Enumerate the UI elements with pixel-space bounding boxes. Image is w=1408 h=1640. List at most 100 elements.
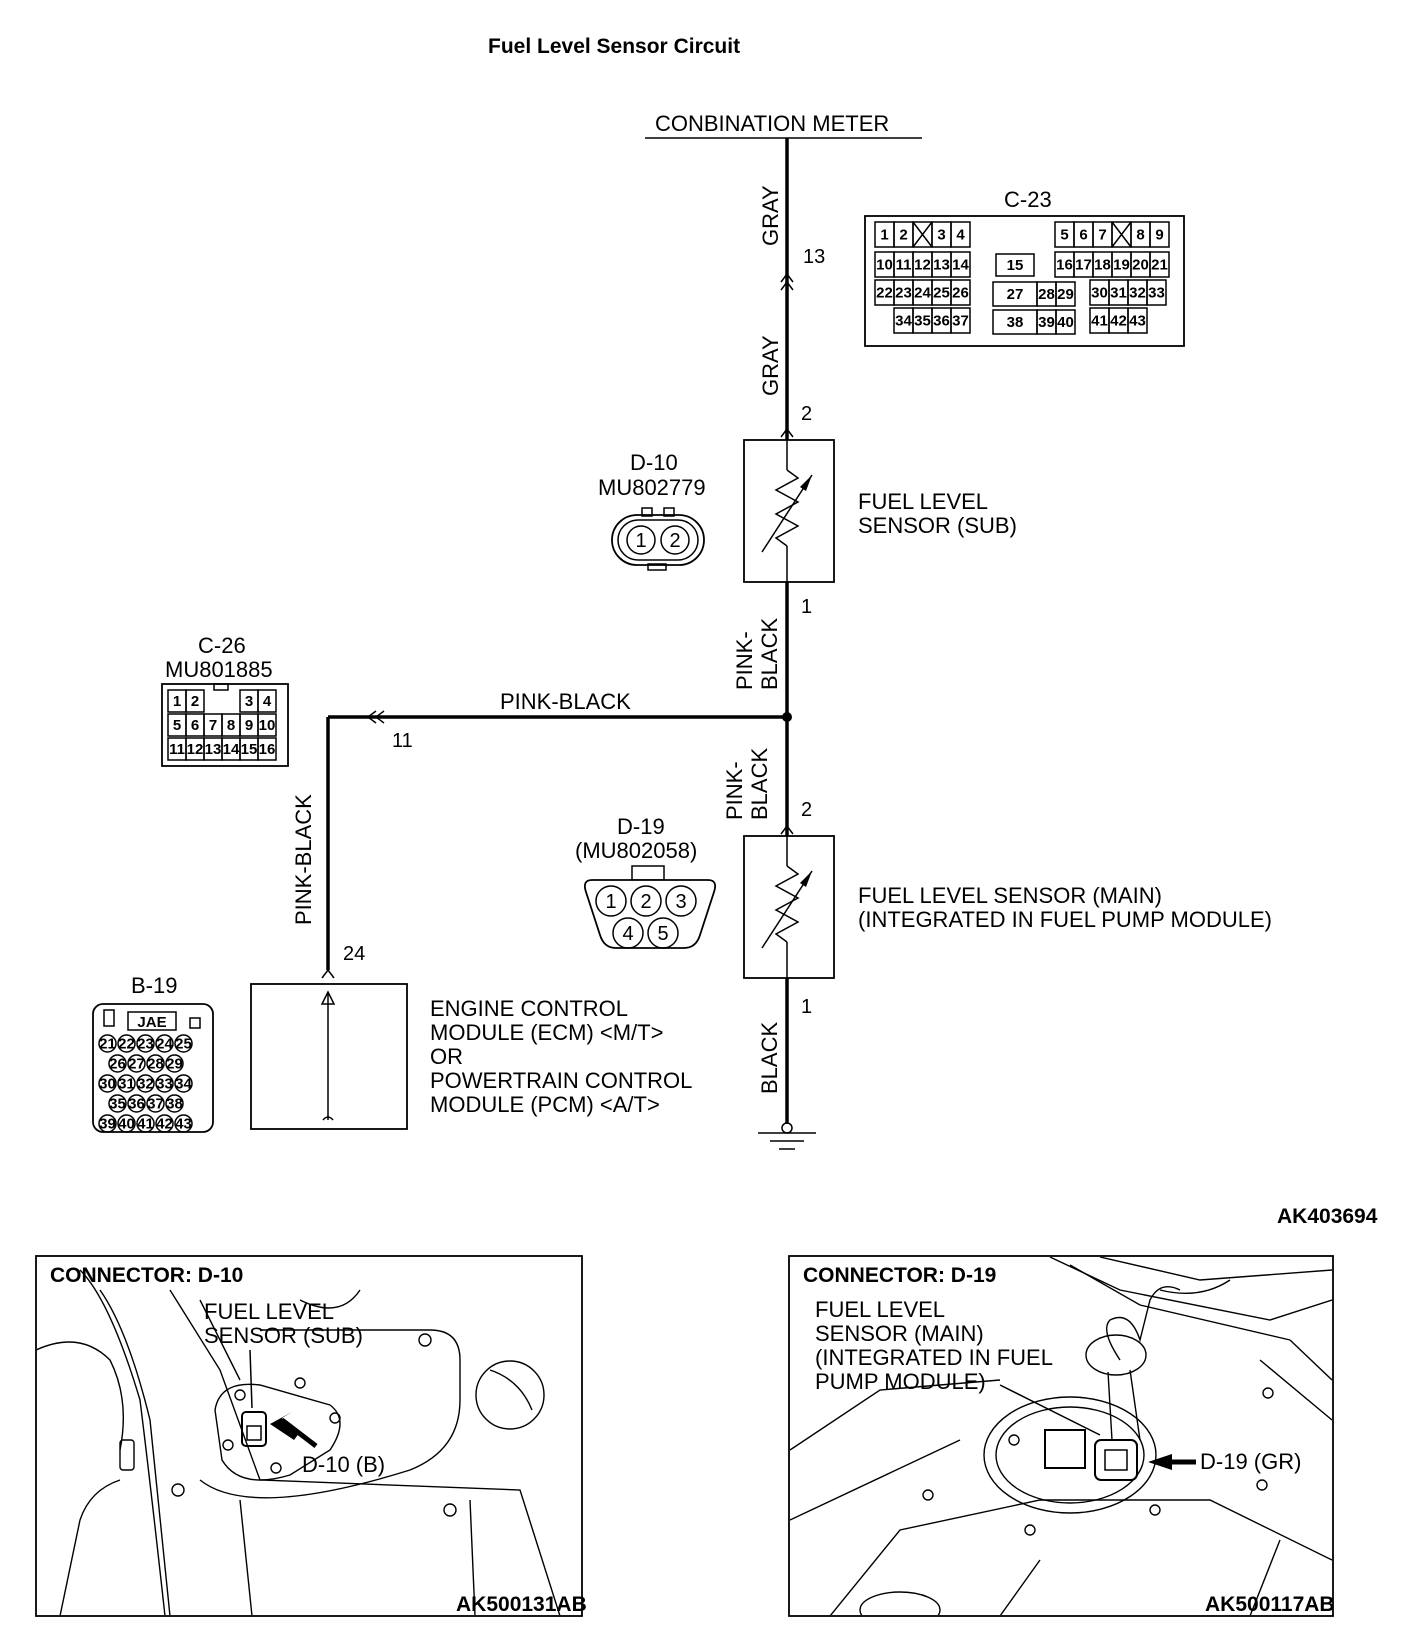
connector-pin-number: 38 — [1007, 314, 1024, 331]
pin-11: 11 — [392, 730, 413, 752]
connector-pin-blank — [912, 221, 933, 248]
connector-pin-number: 7 — [209, 717, 217, 734]
connector-pin-number: 20 — [1132, 257, 1149, 274]
connector-pin-number: 28 — [147, 1056, 164, 1073]
connector-c26-part: MU801885 — [165, 657, 273, 682]
connector-pin-cell — [98, 1034, 117, 1053]
connector-pin-cell — [127, 1094, 146, 1113]
connector-pin-number: 33 — [1148, 285, 1165, 302]
connector-pin-cell — [950, 221, 971, 248]
connector-b19-name: B-19 — [131, 973, 177, 998]
connector-pin-cell — [136, 1074, 155, 1093]
connector-pin-number: 10 — [876, 257, 893, 274]
connector-pin-number: 33 — [156, 1076, 173, 1093]
connector-pin-number: 3 — [937, 227, 945, 244]
connector-pin-number: 18 — [1094, 257, 1111, 274]
main-sensor-label-2: (INTEGRATED IN FUEL PUMP MODULE) — [858, 907, 1272, 932]
pin-13: 13 — [803, 246, 825, 268]
right-panel-code: AK500117AB — [1205, 1593, 1335, 1616]
connector-pin-number: 13 — [205, 741, 222, 758]
connector-pin-number: 8 — [227, 717, 235, 734]
connector-d10-location-panel: CONNECTOR: D-10 FUEL LEVEL SENSOR (SUB) … — [35, 1255, 587, 1617]
fuel-level-sensor-sub — [743, 439, 835, 583]
connector-pin-number: 37 — [952, 313, 969, 330]
wire-label-pink-lower-2: BLACK — [747, 748, 772, 820]
connector-key — [213, 683, 229, 691]
b19-brand: JAE — [137, 1014, 166, 1031]
right-panel-label-2: SENSOR (MAIN) — [815, 1321, 984, 1346]
connector-pin-number: 27 — [128, 1056, 145, 1073]
figure-code: AK403694 — [1277, 1205, 1378, 1228]
left-panel-label-1: FUEL LEVEL — [204, 1299, 334, 1324]
diagram-title: Fuel Level Sensor Circuit — [488, 35, 740, 58]
right-panel-arrow-icon — [1148, 1454, 1172, 1470]
connector-pin-number: 21 — [1151, 257, 1168, 274]
connector-pin-number: 31 — [1110, 285, 1127, 302]
connector-pin-number: 40 — [118, 1116, 135, 1133]
connector-d19-location-panel: CONNECTOR: D-19 FUEL LEVEL SENSOR (MAIN)… — [788, 1255, 1335, 1617]
d19-pin-1: 1 — [605, 891, 616, 913]
connector-pin-number: 35 — [914, 313, 931, 330]
wire-label-pink-lower-1: PINK- — [722, 761, 747, 820]
connector-pin-number: 34 — [175, 1076, 192, 1093]
wire-label-gray-mid: GRAY — [758, 335, 783, 396]
connector-pin-number: 41 — [1091, 313, 1108, 330]
connector-c26-name: C-26 — [198, 633, 246, 658]
connector-pin-number: 24 — [156, 1036, 173, 1053]
d19-pin-2: 2 — [640, 891, 651, 913]
connector-pin-number: 5 — [1060, 227, 1068, 244]
connector-pin-number: 39 — [1038, 314, 1055, 331]
connector-pin-number: 4 — [263, 693, 272, 710]
connector-pin-cell — [165, 1054, 184, 1073]
connector-marker-13 — [780, 272, 794, 291]
connector-pin-cell — [1127, 307, 1148, 334]
connector-pin-cell — [108, 1054, 127, 1073]
connector-pin-number: 43 — [1129, 313, 1146, 330]
right-panel-label-1: FUEL LEVEL — [815, 1297, 945, 1322]
connector-pin-number: 23 — [895, 285, 912, 302]
connector-pin-number: 1 — [173, 693, 181, 710]
connector-pin-cell — [146, 1054, 165, 1073]
connector-d19-name: D-19 — [617, 814, 665, 839]
connector-pin-number: 42 — [156, 1116, 173, 1133]
connector-pin-cell — [257, 713, 277, 737]
right-panel-label-4: PUMP MODULE) — [815, 1369, 986, 1394]
connector-pin-cell — [117, 1114, 136, 1133]
connector-pin-number: 14 — [223, 741, 240, 758]
connector-pin-number: 36 — [933, 313, 950, 330]
connector-pin-cell — [1055, 281, 1076, 307]
wire-label-pink-upper-2: BLACK — [757, 618, 782, 690]
connector-pin-number: 11 — [169, 741, 185, 758]
connector-pin-cell — [950, 307, 971, 334]
connector-pin-number: 34 — [895, 313, 912, 330]
right-panel-label-3: (INTEGRATED IN FUEL — [815, 1345, 1053, 1370]
connector-pin-number: 6 — [1079, 227, 1087, 244]
connector-marker-24 — [321, 968, 335, 979]
wire-label-black: BLACK — [757, 1022, 782, 1094]
connector-pin-cell — [950, 279, 971, 306]
d19-pin-5: 5 — [657, 923, 668, 945]
connector-pin-cell — [1055, 309, 1076, 335]
connector-pin-number: 19 — [1113, 257, 1130, 274]
ecm-label-5: MODULE (PCM) <A/T> — [430, 1092, 660, 1117]
connector-pin-blank — [1111, 221, 1132, 248]
connector-pin-cell — [155, 1114, 174, 1133]
connector-pin-cell — [146, 1094, 165, 1113]
pin-1-main: 1 — [801, 996, 812, 1018]
connector-d19-face: 1 2 3 4 5 — [583, 865, 717, 949]
connector-pin-number: 43 — [175, 1116, 192, 1133]
connector-pin-cell — [995, 253, 1035, 277]
connector-pin-cell — [1149, 251, 1170, 278]
connector-pin-number: 29 — [1057, 286, 1074, 303]
wire-label-pink-vertical: PINK-BLACK — [291, 794, 316, 925]
left-panel-arrow-icon — [270, 1412, 300, 1440]
connector-pin-number: 40 — [1057, 314, 1074, 331]
right-panel-pointer: D-19 (GR) — [1200, 1449, 1301, 1474]
connector-pin-cell — [117, 1074, 136, 1093]
connector-pin-number: 25 — [175, 1036, 192, 1053]
connector-pin-number: 14 — [952, 257, 969, 274]
connector-d10-face: 1 2 — [611, 507, 705, 571]
